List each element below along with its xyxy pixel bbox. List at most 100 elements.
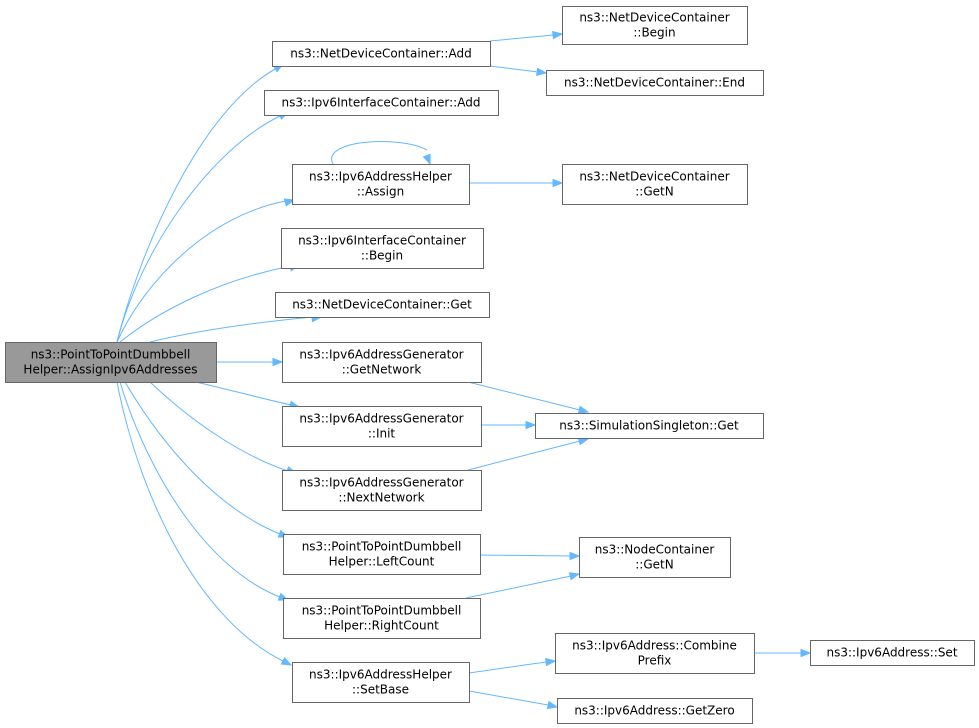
- node-label-line: ns3::PointToPointDumbbell: [31, 348, 191, 362]
- node-iic-add[interactable]: ns3::Ipv6InterfaceContainer::Add: [264, 90, 499, 116]
- node-label-line: Helper::RightCount: [324, 619, 439, 633]
- node-ndc-add[interactable]: ns3::NetDeviceContainer::Add: [272, 41, 491, 67]
- arrowhead: [422, 153, 431, 166]
- edge-line: [331, 141, 428, 165]
- node-box[interactable]: [282, 470, 482, 511]
- node-box[interactable]: [281, 228, 484, 269]
- edge-root-to-iag_getnetwork: [216, 357, 284, 367]
- node-ndc-begin[interactable]: ns3::NetDeviceContainer::Begin: [562, 6, 748, 45]
- edge-iag_getnetwork-to-ss_get: [467, 381, 590, 414]
- node-box[interactable]: [562, 164, 748, 205]
- node-root[interactable]: ns3::PointToPointDumbbellHelper::AssignI…: [5, 342, 217, 383]
- node-ptp-leftcount[interactable]: ns3::PointToPointDumbbellHelper::LeftCou…: [283, 534, 481, 575]
- edge-ptp_leftcount-to-nc_getn: [479, 551, 581, 561]
- edge-line: [465, 575, 572, 599]
- node-box[interactable]: [282, 342, 482, 383]
- edge-line: [489, 34, 554, 42]
- arrowhead: [577, 405, 590, 414]
- edge-iah_setbase-to-ia_getzero: [468, 690, 559, 710]
- edge-line: [119, 265, 292, 343]
- edge-ptp_rightcount-to-nc_getn: [465, 572, 581, 599]
- node-iag-getnetwork[interactable]: ns3::Ipv6AddressGenerator::GetNetwork: [282, 342, 482, 383]
- edge-root-to-iag_init: [195, 381, 301, 409]
- edge-iag_init-to-ss_get: [481, 420, 537, 430]
- node-box[interactable]: [810, 640, 975, 666]
- node-box[interactable]: [555, 633, 755, 674]
- edge-root-to-ptp_leftcount: [124, 381, 290, 538]
- nodes-layer: ns3::PointToPointDumbbellHelper::AssignI…: [5, 6, 975, 724]
- node-ia-set[interactable]: ns3::Ipv6Address::Set: [810, 640, 975, 666]
- node-label-line: ns3::NetDeviceContainer::Add: [290, 47, 471, 61]
- edge-line: [124, 381, 281, 535]
- node-box[interactable]: [272, 41, 491, 67]
- arrowhead: [536, 67, 548, 77]
- node-iah-assign[interactable]: ns3::Ipv6AddressHelper::Assign: [292, 164, 470, 205]
- edge-root-to-ptp_rightcount: [119, 381, 290, 601]
- node-box[interactable]: [535, 413, 764, 439]
- node-iag-nextnetwork[interactable]: ns3::Ipv6AddressGenerator::NextNetwork: [282, 470, 482, 511]
- node-box[interactable]: [579, 537, 731, 578]
- node-label-line: ns3::NetDeviceContainer::End: [564, 76, 745, 90]
- node-box[interactable]: [275, 292, 490, 318]
- node-box[interactable]: [264, 90, 499, 116]
- node-label-line: ns3::Ipv6AddressHelper: [309, 668, 452, 682]
- node-box[interactable]: [557, 698, 753, 724]
- node-ia-getzero[interactable]: ns3::Ipv6Address::GetZero: [557, 698, 753, 724]
- node-ndc-end[interactable]: ns3::NetDeviceContainer::End: [546, 70, 764, 96]
- edge-line: [479, 554, 571, 557]
- edge-line: [149, 381, 289, 472]
- edge-line: [468, 661, 547, 674]
- node-label-line: ns3::PointToPointDumbbell: [302, 604, 462, 618]
- arrowhead: [552, 30, 564, 40]
- node-label-line: ns3::Ipv6Address::Combine: [572, 639, 737, 653]
- arrowhead: [272, 357, 284, 367]
- node-box[interactable]: [5, 342, 217, 383]
- edge-line: [116, 381, 284, 662]
- node-ndc-getn[interactable]: ns3::NetDeviceContainer::GetN: [562, 164, 748, 205]
- node-label-line: ns3::NodeContainer: [595, 543, 715, 557]
- node-ndc-get[interactable]: ns3::NetDeviceContainer::Get: [275, 292, 490, 318]
- node-ptp-rightcount[interactable]: ns3::PointToPointDumbbellHelper::RightCo…: [283, 598, 481, 639]
- edge-iag_nextnetwork-to-ss_get: [467, 437, 590, 471]
- node-label-line: ns3::PointToPointDumbbell: [302, 540, 462, 554]
- node-label-line: ns3::Ipv6AddressGenerator: [299, 348, 463, 362]
- node-label-line: ns3::NetDeviceContainer: [579, 170, 729, 184]
- edge-line: [467, 440, 581, 471]
- arrowhead: [280, 656, 293, 666]
- node-label-line: Helper::AssignIpv6Addresses: [23, 363, 197, 377]
- node-label-line: ns3::Ipv6AddressGenerator: [299, 476, 463, 490]
- edge-line: [489, 65, 539, 73]
- node-iag-init[interactable]: ns3::Ipv6AddressGenerator::Init: [282, 406, 482, 447]
- node-ss-get[interactable]: ns3::SimulationSingleton::Get: [535, 413, 764, 439]
- node-label-line: ::Init: [368, 427, 396, 441]
- node-label-line: Prefix: [638, 654, 672, 668]
- node-box[interactable]: [282, 406, 482, 447]
- edge-line: [116, 67, 278, 343]
- edge-line: [467, 381, 581, 411]
- node-label-line: ::SetBase: [352, 683, 409, 697]
- arrowhead: [552, 178, 564, 188]
- edge-line: [116, 200, 287, 343]
- node-box[interactable]: [546, 70, 764, 96]
- node-box[interactable]: [292, 164, 470, 205]
- arrowhead: [569, 551, 581, 561]
- node-iah-setbase[interactable]: ns3::Ipv6AddressHelper::SetBase: [292, 662, 470, 703]
- node-label-line: ns3::Ipv6Address::GetZero: [574, 704, 734, 718]
- node-label-line: ns3::SimulationSingleton::Get: [559, 419, 739, 433]
- node-box[interactable]: [292, 662, 470, 703]
- node-iic-begin[interactable]: ns3::Ipv6InterfaceContainer::Begin: [281, 228, 484, 269]
- node-box[interactable]: [283, 534, 481, 575]
- node-label-line: ns3::Ipv6Address::Set: [826, 646, 957, 660]
- node-label-line: Helper::LeftCount: [329, 555, 435, 569]
- edge-line: [195, 381, 292, 406]
- node-nc-getn[interactable]: ns3::NodeContainer::GetN: [579, 537, 731, 578]
- edge-root-to-ndc_get: [149, 313, 323, 343]
- edge-ndc_add-to-ndc_begin: [489, 30, 564, 42]
- edge-iah_assign-to-iah_assign: [331, 141, 431, 166]
- node-box[interactable]: [283, 598, 481, 639]
- node-box[interactable]: [562, 6, 748, 45]
- edge-line: [116, 115, 281, 343]
- node-label-line: ns3::NetDeviceContainer::Get: [292, 298, 472, 312]
- arrowhead: [546, 700, 559, 710]
